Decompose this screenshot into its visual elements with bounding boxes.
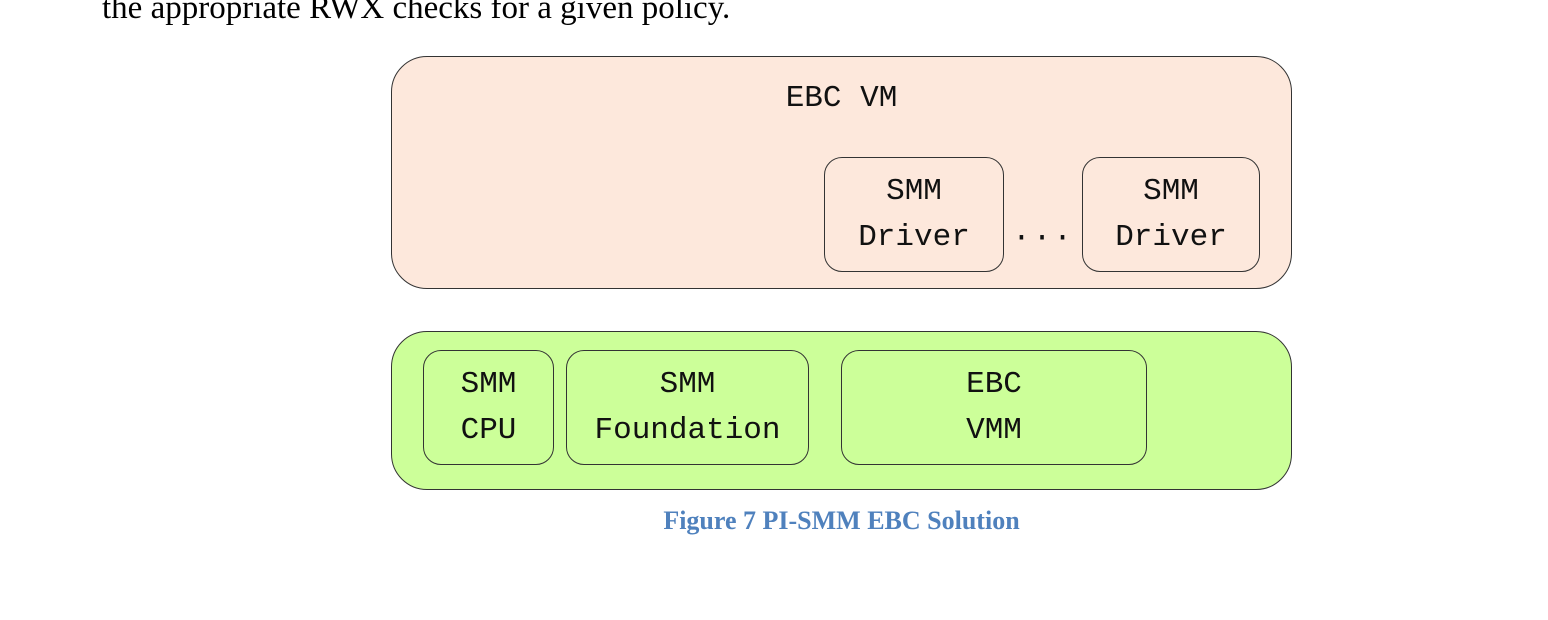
smm-foundation-box: SMM Foundation [566, 350, 809, 465]
smm-driver-box-1: SMM Driver [824, 157, 1004, 272]
smm-driver-2-line1: SMM [1143, 173, 1199, 209]
driver-ellipsis: ··· [1012, 221, 1074, 256]
smm-driver-1-line2: Driver [858, 219, 970, 255]
smm-foundation-line1: SMM [659, 366, 716, 402]
figure-caption: Figure 7 PI-SMM EBC Solution [663, 506, 1020, 535]
smm-foundation-line2: Foundation [594, 412, 781, 448]
ebc-vmm-line2: VMM [966, 412, 1022, 448]
smm-driver-box-2: SMM Driver [1082, 157, 1260, 272]
smm-cpu-line2: CPU [460, 412, 517, 448]
smm-driver-1-line1: SMM [886, 173, 942, 209]
ebc-vm-title: EBC VM [785, 81, 898, 116]
ebc-vmm-box: EBC VMM [841, 350, 1147, 465]
smm-cpu-box: SMM CPU [423, 350, 554, 465]
smm-cpu-line1: SMM [460, 366, 517, 402]
ebc-vmm-line1: EBC [966, 366, 1022, 402]
smm-driver-2-line2: Driver [1115, 219, 1227, 255]
body-text-line: the appropriate RWX checks for a given p… [102, 0, 731, 26]
